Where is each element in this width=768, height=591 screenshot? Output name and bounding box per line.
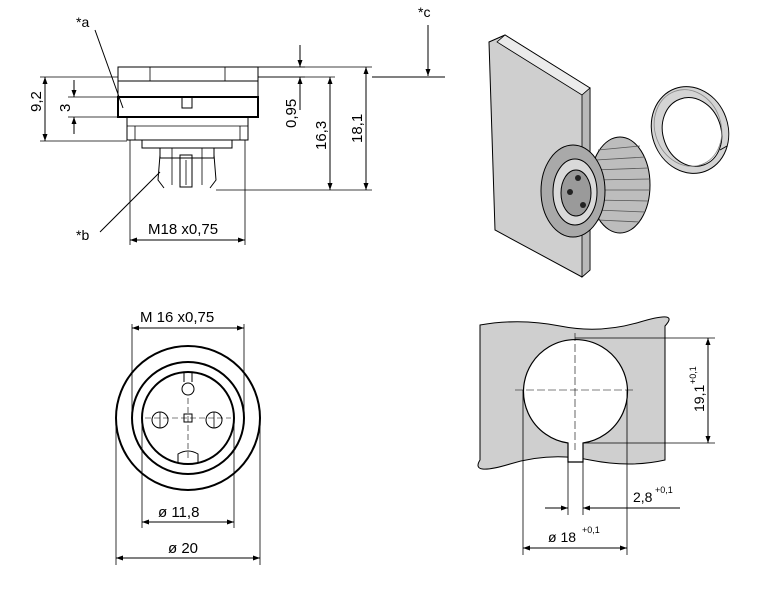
socket-hole-2 (567, 189, 573, 195)
dim-overall: 18,1 (349, 114, 366, 143)
note-a-label: *a (76, 14, 89, 30)
dim-cutout-diameter: ø 18 (548, 529, 576, 545)
dim-gap: 0,95 (283, 99, 300, 128)
connector-body (126, 117, 249, 141)
dim-thread-side: M18 x0,75 (148, 221, 218, 238)
dim-thread-front: M 16 x0,75 (140, 309, 214, 326)
dim-key-width: 2,8 (633, 489, 653, 505)
solder-pin-center (179, 154, 193, 188)
perspective-view (488, 34, 730, 278)
dim-outer-diameter: ø 20 (168, 540, 198, 557)
cutout-hole (522, 338, 629, 463)
dim-cutout-diameter-tol: +0,1 (582, 525, 600, 535)
dim-cutout-height: 19,1 (691, 385, 707, 412)
note-b-label: *b (76, 227, 89, 243)
dim-cutout-height-tol: +0,1 (688, 366, 698, 384)
dim-flange: 3 (57, 104, 74, 112)
side-view: *a *b *c 9,2 3 0,95 16,3 18,1 (28, 4, 445, 245)
panel-cutout-view: 19,1 +0,1 2,8 +0,1 ø 18 +0,1 (477, 316, 715, 555)
bottom-key (177, 450, 199, 462)
insert-face (141, 371, 235, 465)
dim-key-width-tol: +0,1 (655, 485, 673, 495)
socket-hole-3 (580, 202, 586, 208)
solder-pin-left (157, 154, 165, 189)
socket-hole-1 (575, 175, 581, 181)
solder-pin-right (209, 154, 217, 189)
dim-inner-diameter: ø 11,8 (158, 504, 199, 521)
connector-flange (117, 96, 259, 118)
retaining-ring (650, 86, 730, 174)
dim-height-total: 9,2 (28, 91, 45, 112)
front-view: M 16 x0,75 ø 11,8 ø 20 (115, 309, 261, 565)
connector-cap (117, 66, 259, 82)
dim-body: 16,3 (313, 121, 330, 150)
note-c-label: *c (418, 4, 430, 20)
contact-top (181, 382, 195, 396)
